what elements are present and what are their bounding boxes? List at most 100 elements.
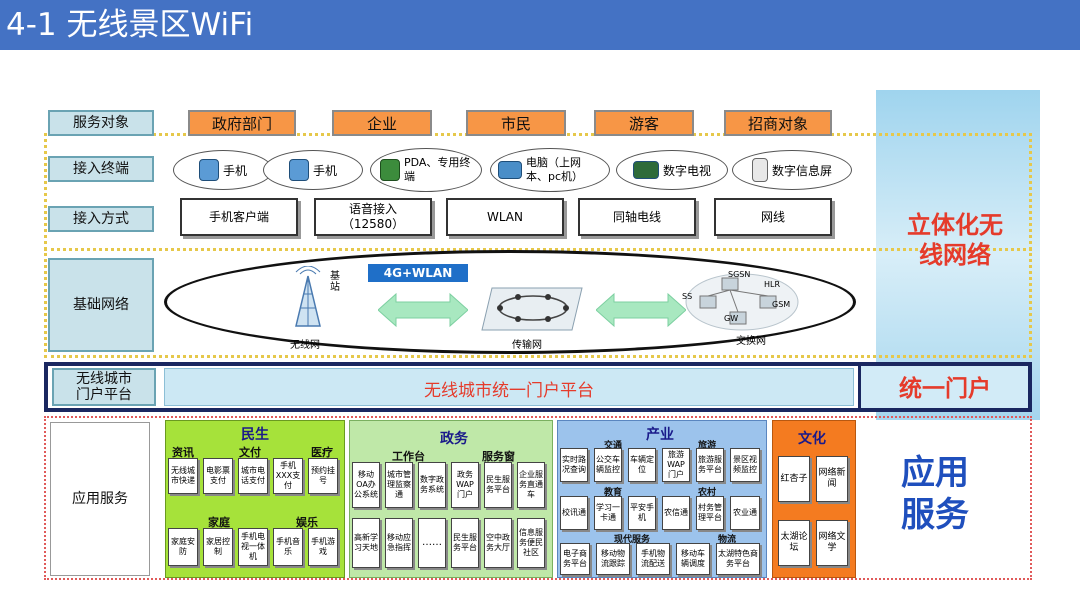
base-station-tower (295, 266, 321, 327)
chanye-box: 旅游WAP门户 (662, 448, 690, 482)
transport-network-label: 传输网 (512, 340, 542, 351)
switch-sgsn-label: SGSN (728, 270, 751, 279)
minsheng-box: 电影票支付 (203, 458, 233, 494)
minsheng-box: 预约挂号 (308, 458, 338, 494)
chanye-box: 校讯通 (560, 496, 588, 530)
side-label-network: 立体化无线网络 (907, 211, 1003, 269)
minsheng-box: 手机音乐 (273, 528, 303, 566)
minsheng-sub-home: 家庭 (208, 516, 230, 529)
side-label-service: 应用服务 (901, 453, 969, 535)
base-station-label: 基站 (330, 271, 340, 293)
phone-icon (198, 159, 219, 181)
chanye-box: 旅游服务平台 (696, 448, 724, 482)
chanye-box: 车辆定位 (628, 448, 656, 482)
chanye-box: 实时路况查询 (560, 448, 588, 482)
zhengwu-box: 移动应急指挥 (385, 518, 413, 568)
panel-wenhua-title: 文化 (798, 431, 826, 447)
zhengwu-sub-workbench: 工作台 (392, 450, 425, 463)
zhengwu-box: 空中政务大厅 (484, 518, 512, 568)
minsheng-box: 家居控制 (203, 528, 233, 566)
minsheng-box: 手机游戏 (308, 528, 338, 566)
minsheng-box: 手机电视一体机 (238, 528, 268, 566)
portal-platform-text: 无线城市统一门户平台 (424, 381, 594, 401)
title-bar (0, 0, 1080, 50)
chanye-sub-logistics: 物流 (718, 535, 737, 545)
portal-side-box (858, 366, 1028, 408)
chanye-sub-modern-service: 现代服务 (614, 535, 651, 545)
architecture-diagram: 服务对象 接入终端 接入方式 基础网络 政府部门 企业 市民 游客 招商对象 手… (38, 88, 1040, 588)
pda-icon (380, 159, 400, 181)
minsheng-box: 无线城市快递 (168, 458, 198, 494)
chanye-box: 村务管理平台 (696, 496, 724, 530)
slide-title: 4-1 无线景区WiFi (6, 7, 254, 43)
chanye-box: 太湖特色商务平台 (716, 543, 760, 575)
access-method-ethernet: 网线 (714, 198, 832, 236)
access-method-phone-client: 手机客户端 (180, 198, 298, 236)
zhengwu-box: 政务WAP门户 (451, 462, 479, 508)
transport-network-graphic (481, 287, 583, 331)
chanye-box: 电子商务平台 (560, 543, 590, 575)
switch-network-graphic (685, 273, 799, 331)
portal-label: 无线城市门户平台 (52, 368, 156, 406)
minsheng-box: 家庭安防 (168, 528, 198, 566)
arrow-transport-switch (596, 292, 686, 328)
zhengwu-box: 民生服务平台 (451, 518, 479, 568)
chanye-sub-tourism: 旅游 (698, 441, 717, 451)
terminal-phone-1: 手机 (173, 150, 273, 190)
service-object-citizen: 市民 (466, 110, 566, 136)
phone-icon (288, 159, 309, 181)
access-method-coax: 同轴电线 (578, 198, 696, 236)
zhengwu-box: 企业服务直通车 (517, 462, 545, 508)
zhengwu-box: 高新学习天地 (352, 518, 380, 568)
service-object-enterprise: 企业 (332, 110, 432, 136)
zhengwu-box: 城市管理监察通 (385, 462, 413, 508)
chanye-box: 平安手机 (628, 496, 656, 530)
tv-icon (632, 161, 659, 179)
panel-minsheng-title: 民生 (241, 427, 269, 443)
portal-platform-bar (164, 368, 854, 406)
chanye-box: 移动物流跟踪 (596, 543, 630, 575)
switch-gsm-label: GSM (772, 300, 791, 309)
switch-ss-label: SS (682, 292, 693, 301)
application-frame (44, 416, 1032, 580)
minsheng-sub-medical: 医疗 (311, 446, 333, 459)
side-label-portal: 统一门户 (899, 376, 991, 402)
wenhua-box: 网络新闻 (816, 456, 848, 502)
base-network-label: 基础网络 (48, 258, 154, 352)
minsheng-sub-entertainment: 娱乐 (296, 516, 318, 529)
minsheng-box: 城市电话支付 (238, 458, 268, 494)
wireless-network-label: 无线网 (290, 340, 320, 351)
terminal-tv: 数字电视 (616, 150, 728, 190)
zhengwu-sub-window: 服务窗 (482, 450, 515, 463)
chanye-box: 农业通 (730, 496, 760, 530)
zhengwu-box: 信息服务便民社区 (517, 518, 545, 568)
chanye-sub-rural: 农村 (698, 488, 717, 498)
chanye-box: 农信通 (662, 496, 690, 530)
service-objects-label: 服务对象 (48, 110, 154, 136)
wenhua-box: 网络文学 (816, 520, 848, 566)
info-screen-icon (751, 158, 768, 182)
switch-hlr-label: HLR (764, 280, 781, 289)
service-object-government: 政府部门 (188, 110, 296, 136)
chanye-sub-traffic: 交通 (604, 441, 623, 451)
access-method-wlan: WLAN (446, 198, 564, 236)
chanye-box: 手机物流配送 (636, 543, 670, 575)
switch-gw-label: GW (724, 314, 739, 323)
terminal-computer: 电脑（上网本、pc机） (490, 148, 610, 192)
minsheng-sub-pay: 文付 (239, 446, 261, 459)
service-object-investor: 招商对象 (724, 110, 832, 136)
panel-chanye-title: 产业 (646, 427, 674, 443)
network-badge: 4G+WLAN (368, 264, 468, 282)
access-terminals-label: 接入终端 (48, 156, 154, 182)
chanye-sub-education: 教育 (604, 488, 623, 498)
zhengwu-box-ellipsis: …… (418, 518, 446, 568)
terminal-info-screen: 数字信息屏 (732, 150, 852, 190)
zhengwu-box: 移动OA办公系统 (352, 462, 380, 508)
wenhua-box: 太湖论坛 (778, 520, 810, 566)
access-methods-label: 接入方式 (48, 206, 154, 232)
chanye-box: 景区视频监控 (730, 448, 760, 482)
zhengwu-box: 民生服务平台 (484, 462, 512, 508)
wenhua-box: 红杏子 (778, 456, 810, 502)
chanye-box: 学习一卡通 (594, 496, 622, 530)
arrow-wireless-transport (378, 292, 468, 328)
